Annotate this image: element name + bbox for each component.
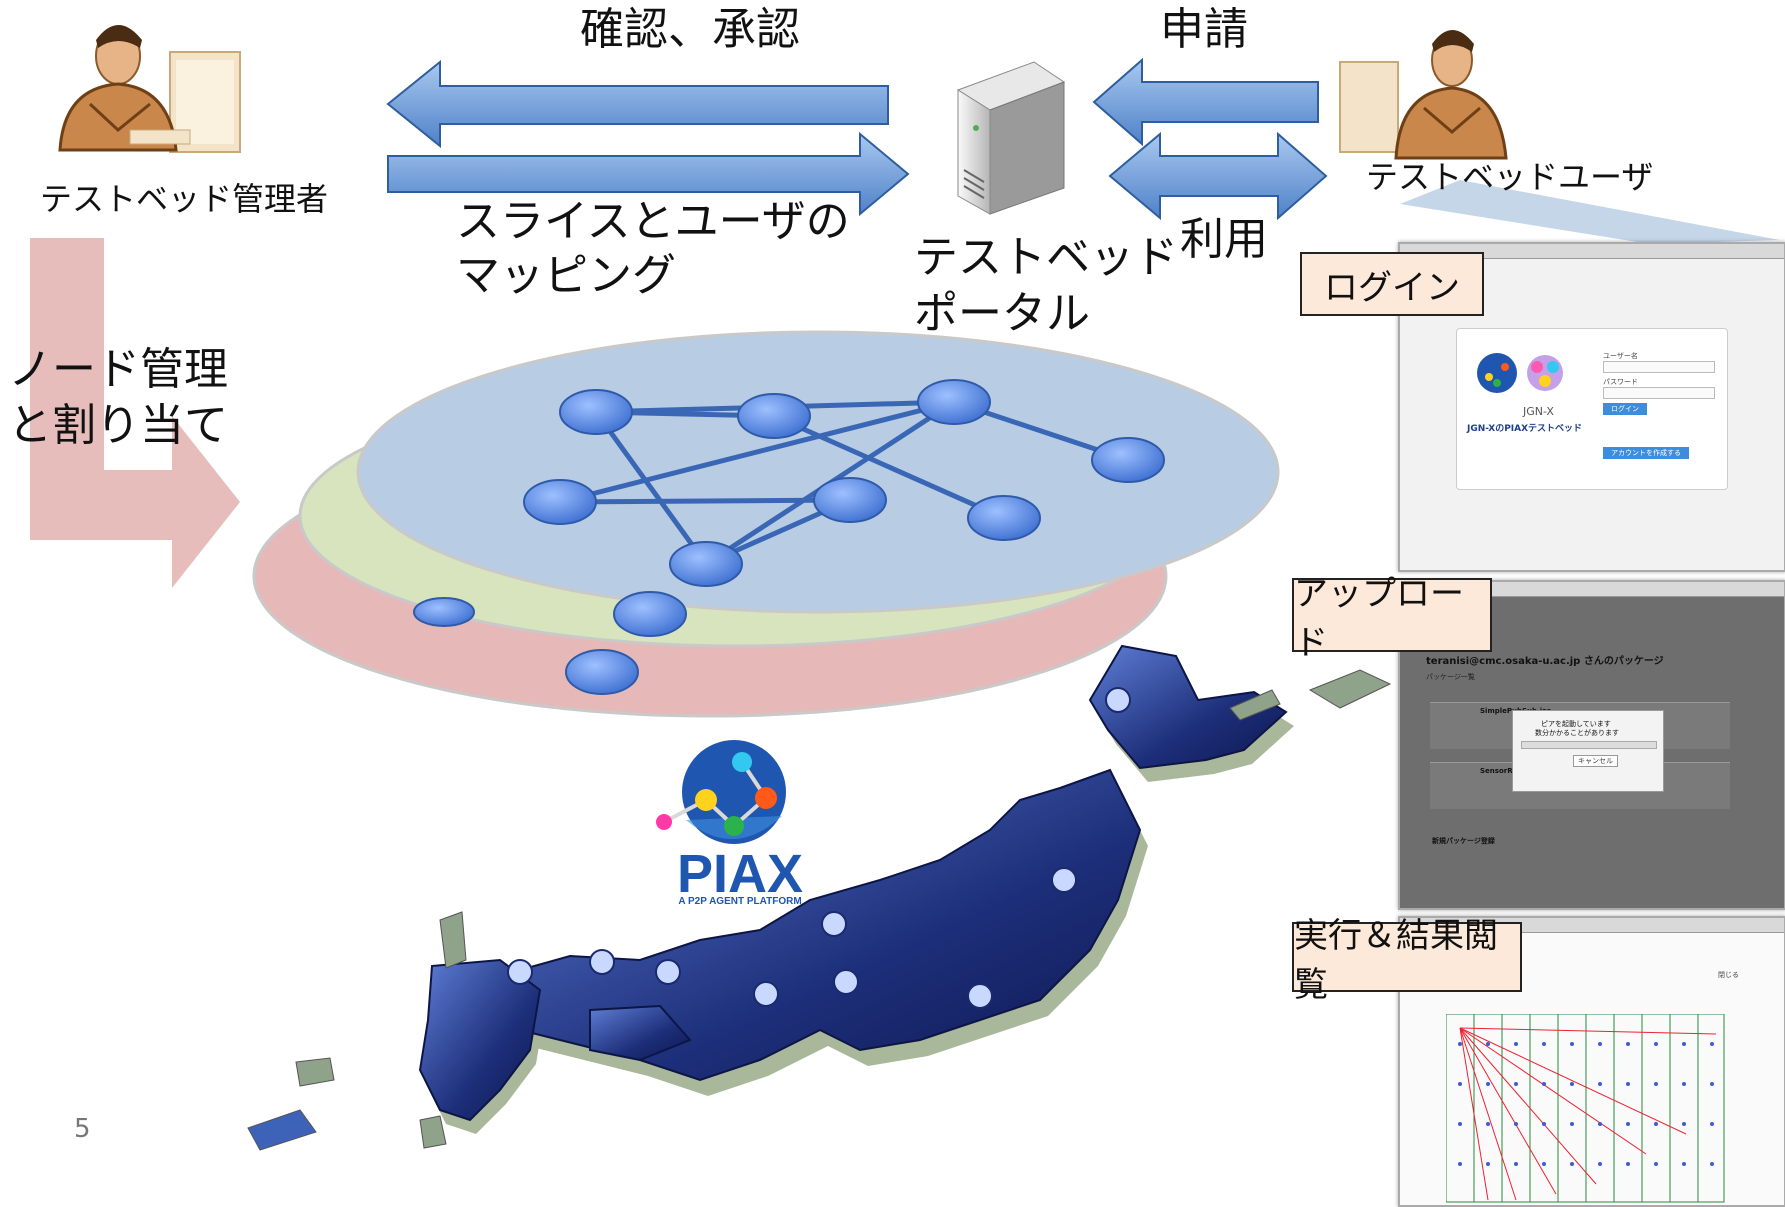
jgn-label: JGN-X (1523, 405, 1554, 418)
password-field[interactable] (1603, 387, 1715, 399)
japan-map (247, 644, 1392, 1151)
map-node (589, 949, 615, 975)
slide-number: 5 (74, 1114, 91, 1144)
node-management-arrow (30, 238, 240, 588)
map-node (753, 981, 779, 1007)
mapping-label-line2: マッピング (456, 250, 676, 301)
upload-page-title: teranisi@cmc.osaka-u.ac.jp さんのパッケージ (1426, 656, 1664, 667)
dialog-line1: ピアを起動しています (1541, 720, 1611, 728)
portal-label-line1: テストベッド (914, 232, 1178, 283)
network-node (559, 389, 633, 435)
map-node (1105, 687, 1131, 713)
network-node (737, 393, 811, 439)
dialog-line2: 数分かかることがあります (1535, 729, 1619, 737)
node-label-line2: と割り当て (8, 400, 228, 451)
network-node (613, 591, 687, 637)
piax-logo-text: PIAX (677, 844, 803, 904)
server-icon (956, 61, 1066, 215)
cancel-button[interactable]: キャンセル (1573, 755, 1618, 767)
map-node (507, 959, 533, 985)
username-field[interactable] (1603, 361, 1715, 373)
network-node (565, 649, 639, 695)
piax-logo: PIAX A P2P AGENT PLATFORM (656, 740, 803, 907)
use-arrow (1108, 131, 1328, 221)
piax-logo-subtext: A P2P AGENT PLATFORM (678, 896, 801, 907)
results-grid (1446, 1014, 1725, 1203)
run-callout: 実行＆結果閲覧 (1292, 916, 1522, 1005)
login-brand: JGN-XのPIAXテストベッド (1467, 424, 1583, 434)
map-node (655, 959, 681, 985)
new-package-link[interactable]: 新規パッケージ登録 (1432, 837, 1495, 845)
create-account-button[interactable]: アカウントを作成する (1603, 447, 1689, 459)
map-node (821, 911, 847, 937)
password-label: パスワード (1603, 378, 1638, 386)
confirm-arrow (386, 59, 889, 149)
login-card: JGN-X JGN-XのPIAXテストベッド ユーザー名 パスワード ログイン … (1456, 328, 1728, 490)
browser-bar (1400, 582, 1784, 597)
user-person-icon (1339, 30, 1508, 160)
login-logos (1477, 353, 1563, 393)
apply-label: 申請 (1160, 4, 1248, 55)
network-node (1091, 437, 1165, 483)
login-screenshot: JGN-X JGN-XのPIAXテストベッド ユーザー名 パスワード ログイン … (1398, 242, 1785, 572)
mapping-label-line1: スライスとユーザの (456, 196, 850, 247)
network-node (813, 477, 887, 523)
network-node (523, 479, 597, 525)
map-node (967, 983, 993, 1009)
browser-bar (1400, 244, 1784, 259)
login-button[interactable]: ログイン (1603, 403, 1647, 415)
admin-label: テストベッド管理者 (40, 180, 329, 218)
username-label: ユーザー名 (1603, 352, 1638, 360)
progress-bar (1521, 741, 1657, 749)
user-label: テストベッドユーザ (1366, 158, 1654, 196)
confirm-label: 確認、承認 (580, 4, 800, 55)
network-nodes (413, 379, 1165, 695)
map-node (1051, 867, 1077, 893)
mapping-arrow (387, 131, 910, 217)
admin-person-icon (58, 25, 241, 153)
network-node (917, 379, 991, 425)
network-node (967, 495, 1041, 541)
network-node (669, 541, 743, 587)
package-name: SensorRepo (1480, 767, 1528, 775)
portal-label-line2: ポータル (914, 288, 1090, 339)
network-node (413, 597, 475, 627)
screens-pointer (1400, 180, 1780, 244)
node-label-line1: ノード管理 (8, 344, 228, 395)
upload-callout: アップロード (1292, 574, 1492, 663)
apply-arrow (1092, 57, 1319, 147)
package-list-header: パッケージ一覧 (1426, 673, 1475, 681)
close-button[interactable]: 閉じる (1718, 971, 1739, 979)
login-callout: ログイン (1300, 252, 1484, 316)
use-label: 利用 (1180, 214, 1268, 265)
map-node (833, 969, 859, 995)
launch-dialog: ピアを起動しています 数分かかることがあります キャンセル (1512, 710, 1664, 792)
